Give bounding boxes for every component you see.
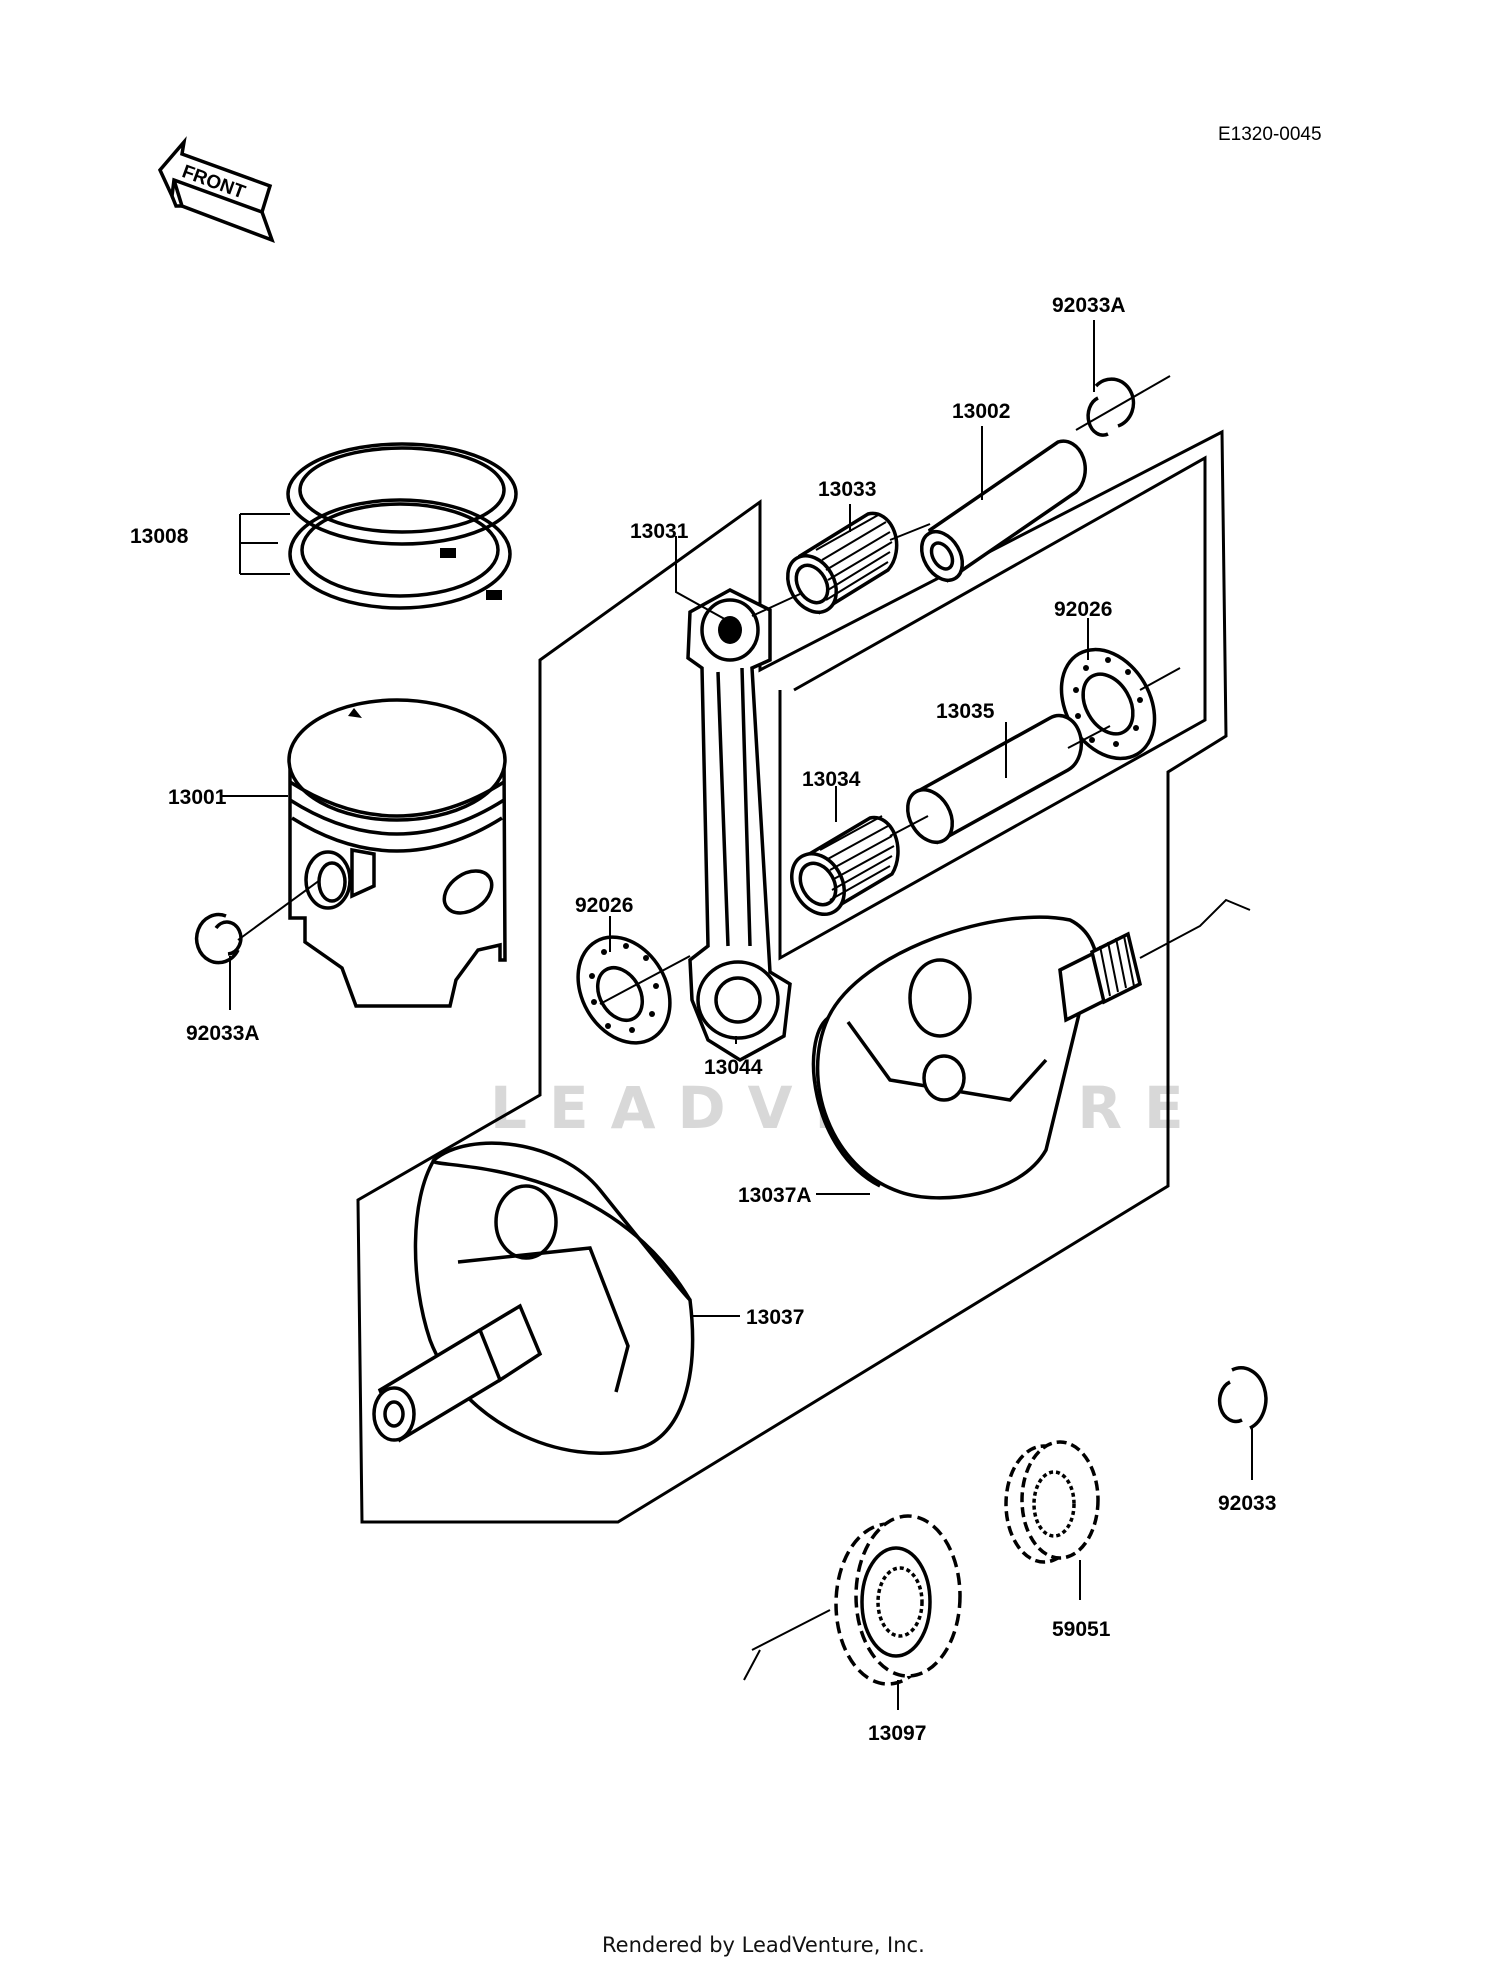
connecting-rod bbox=[686, 588, 792, 1063]
big-end-bearing bbox=[790, 815, 900, 916]
gear-13097 bbox=[834, 1514, 962, 1686]
label-13031: 13031 bbox=[630, 520, 689, 543]
label-13034: 13034 bbox=[802, 768, 861, 791]
label-13035: 13035 bbox=[936, 700, 995, 723]
label-13002: 13002 bbox=[952, 400, 1010, 423]
label-92026-left: 92026 bbox=[575, 894, 633, 917]
label-13008: 13008 bbox=[130, 525, 189, 548]
label-92033a-top: 92033A bbox=[1052, 294, 1126, 317]
diagram-code: E1320-0045 bbox=[1218, 124, 1322, 145]
piston bbox=[287, 698, 507, 1008]
gear-59051 bbox=[1004, 1440, 1100, 1564]
footer-credit: Rendered by LeadVenture, Inc. bbox=[602, 1933, 925, 1957]
label-13097: 13097 bbox=[868, 1722, 926, 1745]
label-13001: 13001 bbox=[168, 786, 227, 809]
label-13037: 13037 bbox=[746, 1306, 804, 1329]
label-13037a: 13037A bbox=[738, 1184, 812, 1207]
circlip-left bbox=[194, 912, 243, 965]
label-92033a-left: 92033A bbox=[186, 1022, 260, 1045]
label-59051: 59051 bbox=[1052, 1618, 1111, 1641]
thrust-washer-right bbox=[1059, 647, 1157, 761]
front-arrow-icon: FRONT bbox=[157, 136, 275, 243]
piston-pin bbox=[919, 439, 1087, 583]
label-92026-right: 92026 bbox=[1054, 598, 1112, 621]
piston-rings bbox=[286, 442, 518, 610]
label-13044: 13044 bbox=[704, 1056, 763, 1079]
crank-pin bbox=[905, 713, 1084, 845]
crankshaft-right-half bbox=[811, 915, 1143, 1200]
thrust-washer-left bbox=[576, 935, 672, 1045]
label-92033: 92033 bbox=[1218, 1492, 1276, 1515]
crankshaft-left-half bbox=[372, 1141, 695, 1455]
small-end-bearing bbox=[786, 511, 899, 615]
circlip-right bbox=[1217, 1366, 1268, 1430]
label-13033: 13033 bbox=[818, 478, 876, 501]
